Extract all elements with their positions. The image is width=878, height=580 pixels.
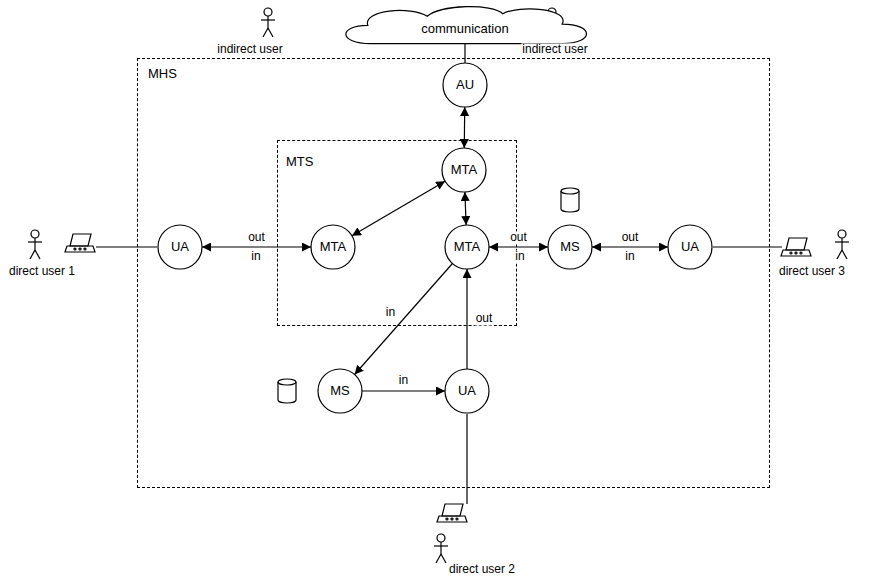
connector: [592, 246, 668, 247]
node-text: MTA: [454, 240, 480, 255]
person-icon: [434, 534, 448, 563]
node-text: communication: [421, 22, 508, 37]
transfer-agent: MTA: [444, 224, 490, 270]
flow-label: in: [398, 374, 409, 387]
user-caption: direct user 1: [8, 265, 76, 278]
flow-label: out: [247, 231, 266, 244]
message-store: MS: [317, 368, 363, 414]
terminal-icon: [781, 238, 811, 256]
node-text: MS: [560, 240, 580, 255]
user-link: [466, 414, 467, 504]
node-text: MS: [330, 384, 350, 399]
user-link: [713, 246, 782, 247]
person-icon: [835, 230, 849, 259]
access-unit: AU: [442, 62, 488, 108]
connector: [352, 181, 445, 236]
connector: [464, 107, 466, 148]
user-caption: direct user 3: [778, 265, 846, 278]
transfer-agent: MTA: [310, 224, 356, 270]
flow-label: in: [514, 250, 525, 263]
connector: [466, 269, 467, 369]
node-text: UA: [171, 240, 189, 255]
user-link: [96, 246, 157, 247]
user-agent: UA: [667, 224, 713, 270]
system-boundary: MHSAUMTSMTAMTAMTAUAMSUAMSUA: [137, 58, 770, 488]
node-text: UA: [681, 240, 699, 255]
connector: [489, 246, 548, 247]
user-caption: direct user 2: [448, 563, 516, 576]
node-text: MTS: [286, 155, 516, 170]
storage-cylinder: [278, 379, 296, 403]
connector: [355, 264, 453, 375]
flow-label: out: [621, 231, 640, 244]
person-icon: [261, 8, 275, 37]
transfer-boundary: MTSMTAMTAMTA: [277, 140, 517, 326]
terminal-icon: [65, 234, 95, 252]
transfer-agent: MTA: [441, 147, 487, 193]
flow-label: in: [624, 250, 635, 263]
node-text: MTA: [320, 240, 346, 255]
node-text: MTA: [451, 163, 477, 178]
user-agent: UA: [444, 368, 490, 414]
person-icon: [28, 230, 42, 259]
user-caption: indirect user: [216, 43, 283, 56]
node-text: AU: [456, 78, 474, 93]
node-text: UA: [458, 384, 476, 399]
message-store: MS: [547, 224, 593, 270]
connector: [465, 192, 466, 225]
flow-label: out: [475, 312, 494, 325]
connector: [464, 44, 465, 63]
user-agent: UA: [157, 224, 203, 270]
connector: [362, 390, 445, 391]
connector: [202, 246, 311, 247]
terminal-icon: [437, 504, 467, 522]
flow-label: in: [385, 306, 396, 319]
user-caption: indirect user: [521, 43, 588, 56]
flow-label: in: [250, 250, 261, 263]
storage-cylinder: [561, 188, 579, 212]
flow-label: out: [509, 231, 528, 244]
